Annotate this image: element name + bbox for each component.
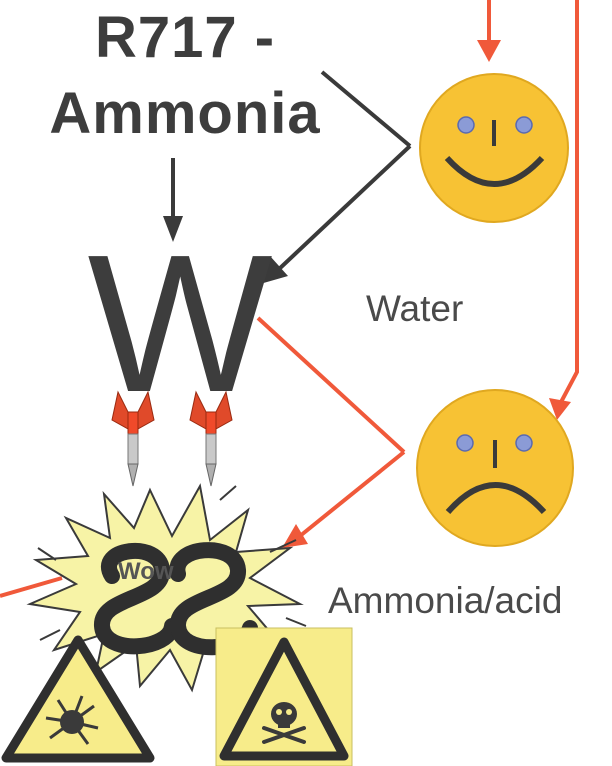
title-line-1: R717 - — [0, 4, 370, 71]
sad-face-icon — [417, 390, 573, 546]
ammonia-acid-label: Ammonia/acid — [328, 580, 562, 622]
red-arrow-to-happy-face — [477, 0, 501, 62]
burst-text: Wow — [118, 558, 174, 586]
center-letter: W — [70, 226, 290, 422]
water-label: Water — [366, 288, 463, 330]
red-arrow-to-sad-face — [549, 0, 577, 420]
happy-face-icon — [420, 74, 568, 222]
title-line-2: Ammonia — [0, 80, 370, 147]
explosive-warning-icon — [6, 640, 150, 758]
toxic-warning-icon — [216, 628, 352, 766]
